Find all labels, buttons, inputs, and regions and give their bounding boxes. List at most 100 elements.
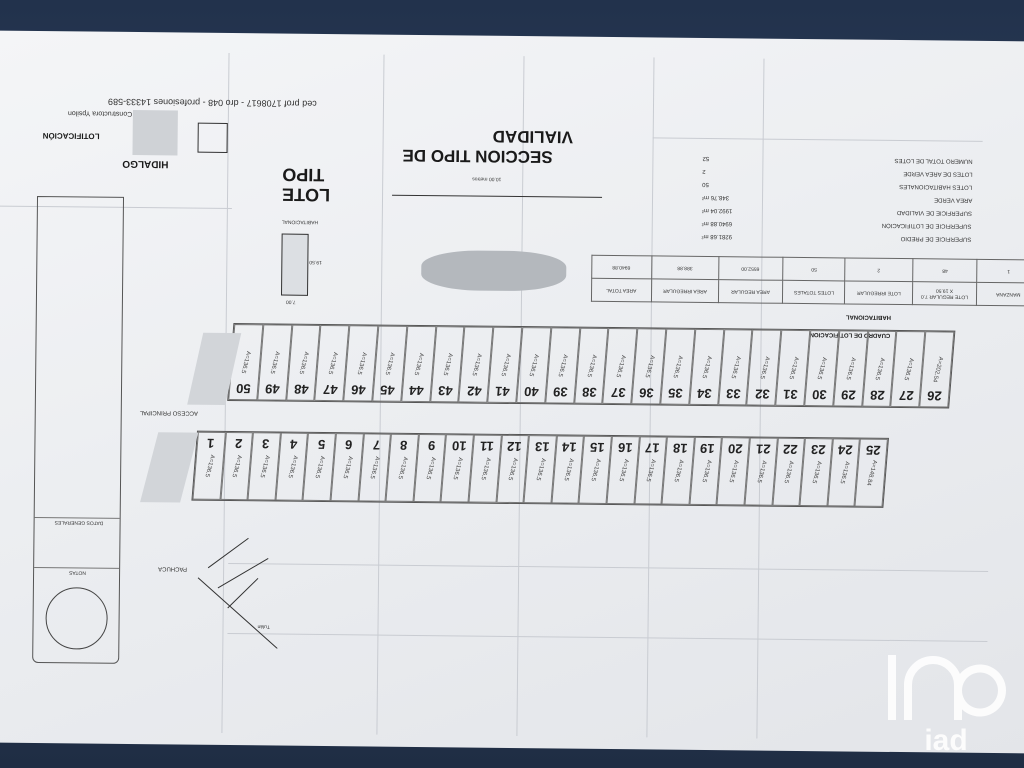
cuadro-value-cell: 388.88 [651, 255, 719, 280]
cuadro-value: 48 [941, 267, 948, 274]
lot-number: 48 [293, 381, 309, 397]
lot-area: A=136.5 [451, 456, 464, 481]
lot-area: A=136.5 [506, 457, 519, 481]
lot-area: A=136.5 [355, 351, 367, 376]
lot-area: A=136.5 [412, 352, 425, 376]
summary-value: 2 [702, 167, 706, 174]
notes-label: NOTAS [69, 569, 86, 576]
green-area-bottom [140, 432, 199, 503]
watermark-text: iad [924, 724, 968, 757]
lot-area: A=136.5 [470, 352, 482, 377]
lot-area: A=136.5 [838, 460, 850, 485]
cuadro-title-2: HABITACIONAL [845, 313, 891, 320]
lot-number: 18 [672, 440, 688, 456]
lot-area: A=136.5 [729, 355, 742, 379]
summary-label: LOTES HABITACIONALES [899, 183, 973, 190]
seccion-title-2: VIALIDAD [492, 126, 574, 147]
lot-number: 38 [581, 384, 597, 400]
cuadro-header-cell: AREA REGULAR [718, 279, 783, 304]
seccion-dim: 10.00 metros [472, 175, 502, 182]
lot-area: A=136.5 [258, 454, 270, 478]
city-label: PACHUCA [158, 565, 188, 572]
lot-number: 25 [865, 442, 882, 458]
lot-number: 10 [451, 438, 468, 454]
lot-area: A=136.5 [755, 459, 767, 484]
lot-area: A=136.5 [643, 354, 655, 379]
lot-number: 5 [316, 436, 326, 453]
lot-number: 36 [638, 385, 655, 401]
lot-area: A=136.5 [286, 455, 298, 479]
lot-number: 19 [699, 440, 716, 457]
lot-area: A=136.5 [873, 357, 886, 381]
lot-area: A=136.5 [499, 353, 511, 377]
lot-number: 50 [235, 381, 252, 397]
tree-blob [421, 250, 567, 292]
lot-number: 17 [644, 440, 661, 456]
lot-number: 35 [667, 385, 684, 401]
lot-number: 49 [264, 381, 281, 397]
cuadro-header-cell: LOTE IRREGULAR [844, 280, 913, 305]
lot-number: 14 [561, 439, 578, 455]
lot-number: 21 [754, 441, 771, 457]
lot-number: 13 [534, 439, 550, 455]
lot-area: A=136.5 [368, 455, 381, 480]
cuadro-value: 388.88 [677, 264, 693, 271]
lot-area: A=136.5 [562, 457, 574, 482]
lot-number: 45 [379, 382, 396, 398]
lot-area: A=136.5 [297, 351, 310, 375]
lote-tipo-dim-h: 19.50 [309, 258, 322, 265]
seccion-tipo: VIALIDAD SECCION TIPO DE 10.00 metros [391, 125, 623, 297]
lot-area: A=136.5 [479, 457, 491, 481]
lot-number: 1 [206, 435, 216, 451]
lot-number: 30 [811, 387, 828, 403]
notes-column: DATOS GENERALES NOTAS [32, 195, 125, 664]
lote-tipo-dim-w: 7.00 [285, 298, 296, 305]
lot-area: A=136.5 [268, 350, 281, 375]
cuadro-header-cell: LOTE REGULAR 7.0 X 19.50 [912, 281, 977, 306]
lot-area: A=136.5 [617, 458, 629, 482]
lot-area: A=136.5 [844, 356, 857, 381]
summary-value: 1992.04 m² [701, 206, 733, 214]
lot-number: 46 [350, 382, 367, 398]
lot-number: 15 [589, 439, 606, 455]
cuadro-header: AREA TOTAL [606, 286, 637, 294]
lote-tipo: TIPO LOTE HABITACIONAL 19.50 7.00 [270, 163, 382, 344]
lot-area: A=136.5 [787, 356, 799, 380]
cuadro-value: 2 [877, 266, 881, 273]
north-arrow-icon [45, 587, 108, 650]
summary-value: 50 [702, 180, 709, 188]
cuadro-value-cell: 1 [976, 259, 1024, 283]
lot-number: 33 [725, 386, 741, 402]
summary-label: NUMERO TOTAL DE LOTES [894, 156, 973, 164]
lot-area: A=136.5 [589, 458, 602, 482]
symbol-box [197, 122, 228, 153]
cuadro-value-cell: 50 [782, 257, 846, 281]
cuadro-value-cell: 6552.00 [718, 256, 783, 281]
lot-area: A=136.5 [672, 459, 684, 483]
lot-area: A=136.5 [313, 455, 326, 479]
lot-area: A=136.5 [727, 459, 740, 483]
lot-number: 6 [344, 437, 354, 453]
cuadro-value-cell: 2 [845, 257, 913, 282]
lot-area: A=136.5 [326, 351, 338, 375]
cuadro-header: LOTE REGULAR 7.0 X 19.50 [920, 287, 968, 300]
lot-number: 11 [479, 438, 495, 454]
lot-area: A=136.5 [534, 457, 546, 481]
lot-area: A=136.5 [644, 458, 657, 483]
lot-area: A=136.5 [441, 352, 454, 376]
lot-number: 42 [466, 383, 482, 399]
cuadro-value: 1 [1007, 268, 1011, 275]
lot-area: A=148.84 [865, 459, 878, 486]
data-label: DATOS GENERALES [54, 519, 104, 526]
summary-label: SUPERFICIE DE LOTIFICACIÓN [882, 221, 972, 229]
sheet-title: LOTIFICACIÓN [42, 131, 100, 141]
lot-number: 12 [506, 438, 523, 455]
lot-number: 8 [399, 437, 409, 453]
cuadro-header: LOTES TOTALES [793, 288, 834, 296]
cuadro-header-cell: AREA TOTAL [591, 278, 652, 302]
